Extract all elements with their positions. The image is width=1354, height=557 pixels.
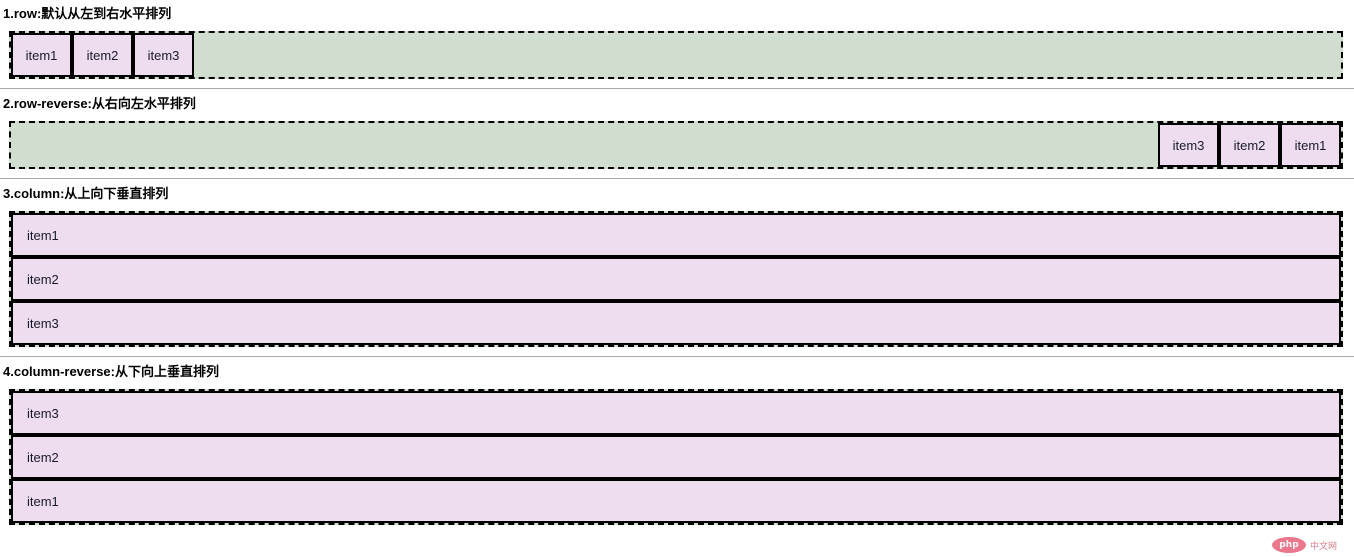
section-title-column: 3.column:从上向下垂直排列 <box>3 186 169 201</box>
watermark: php 中文网 <box>1272 535 1350 555</box>
flex-item: item1 <box>11 479 1341 523</box>
flex-container-row: item1 item2 item3 <box>9 31 1343 79</box>
flex-item: item1 <box>11 33 72 77</box>
flex-item: item2 <box>11 257 1341 301</box>
flex-container-column: item1 item2 item3 <box>9 211 1343 347</box>
section-title-row-reverse: 2.row-reverse:从右向左水平排列 <box>3 96 196 111</box>
section-divider <box>0 88 1354 90</box>
flex-item: item2 <box>11 435 1341 479</box>
section-row: 1.row:默认从左到右水平排列 item1 item2 item3 <box>0 0 1354 90</box>
section-row-reverse: 2.row-reverse:从右向左水平排列 item1 item2 item3 <box>0 90 1354 180</box>
section-title-column-reverse: 4.column-reverse:从下向上垂直排列 <box>3 364 219 379</box>
section-divider <box>0 178 1354 180</box>
watermark-text: 中文网 <box>1310 542 1338 552</box>
flex-item: item3 <box>11 391 1341 435</box>
section-column: 3.column:从上向下垂直排列 item1 item2 item3 <box>0 180 1354 358</box>
page-root: 1.row:默认从左到右水平排列 item1 item2 item3 2.row… <box>0 0 1354 525</box>
flex-container-column-reverse: item1 item2 item3 <box>9 389 1343 525</box>
section-column-reverse: 4.column-reverse:从下向上垂直排列 item1 item2 it… <box>0 358 1354 525</box>
flex-item: item3 <box>11 301 1341 345</box>
flex-item: item1 <box>1280 123 1341 167</box>
flex-item: item2 <box>72 33 133 77</box>
section-divider <box>0 356 1354 358</box>
flex-container-row-reverse: item1 item2 item3 <box>9 121 1343 169</box>
watermark-badge: php <box>1272 537 1306 553</box>
flex-item: item2 <box>1219 123 1280 167</box>
flex-item: item3 <box>1158 123 1219 167</box>
flex-item: item3 <box>133 33 194 77</box>
flex-item: item1 <box>11 213 1341 257</box>
section-title-row: 1.row:默认从左到右水平排列 <box>3 6 172 21</box>
